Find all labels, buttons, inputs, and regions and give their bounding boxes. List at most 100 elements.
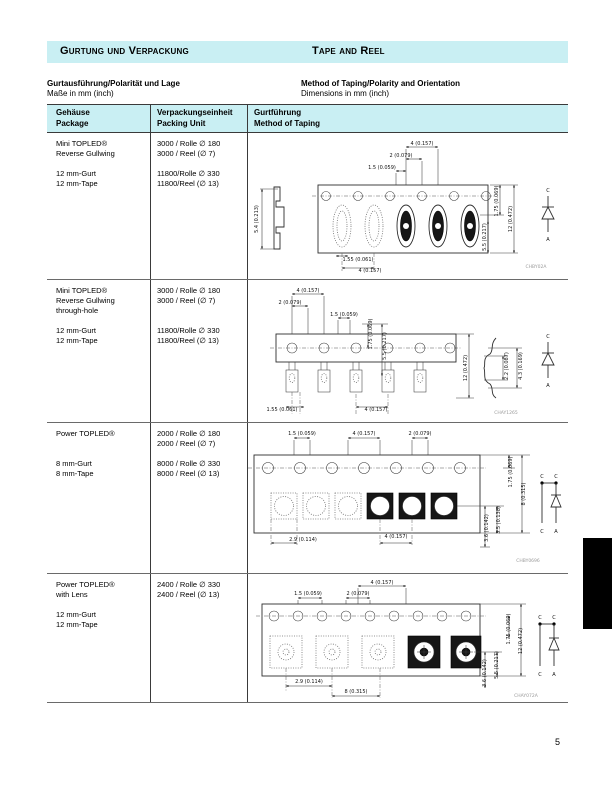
svg-text:C: C [538,672,542,678]
polarity-diode-icon [541,342,555,378]
svg-text:3.6 (0.142): 3.6 (0.142) [482,659,488,687]
banner-title-english: Tape and Reel [312,45,385,57]
svg-text:C: C [546,334,550,340]
svg-text:2.9 (0.114): 2.9 (0.114) [289,537,317,543]
svg-text:4 (0.157): 4 (0.157) [353,431,376,437]
drawing-code: CHAY072A [514,693,539,699]
svg-text:8 (0.315): 8 (0.315) [345,689,368,695]
svg-text:1.75 (0.069): 1.75 (0.069) [508,456,514,487]
svg-text:A: A [546,237,550,243]
page-number: 5 [554,737,560,747]
svg-text:4 (0.157): 4 (0.157) [297,288,320,294]
subtitle-english: Method of Taping/Polarity and Orientatio… [301,79,460,98]
svg-text:4 (0.157): 4 (0.157) [365,407,388,413]
svg-text:1.5 (0.059): 1.5 (0.059) [368,165,396,171]
subtitle-german-units: Maße in mm (inch) [47,88,114,98]
drawing-code: CHBY02A [526,264,548,270]
svg-text:5.4 (0.213): 5.4 (0.213) [254,205,260,233]
subtitle-english-units: Dimensions in mm (inch) [301,88,390,98]
dimension-labels: 4 (0.157) 2 (0.079) 1.5 (0.059) 1.75 (0.069… [267,288,551,413]
polarity-diode-icon [540,481,562,523]
svg-text:2 (0.079): 2 (0.079) [409,431,432,437]
svg-text:C: C [546,188,550,194]
subtitle-german-bold: Gurtausführung/Polarität und Lage [47,79,180,88]
svg-text:5.5 (0.217): 5.5 (0.217) [382,332,388,360]
svg-text:C: C [552,615,556,621]
taping-cell: 4 (0.157) 1.5 (0.059) 2 (0.079) 3.6 (0.142)… [247,574,568,702]
sprocket-holes [262,462,466,474]
svg-text:1.55 (0.061): 1.55 (0.061) [267,407,298,413]
taping-drawing-power-topled: 1.5 (0.059) 4 (0.157) 2 (0.079) 3.6 (0.142)… [248,431,562,564]
svg-text:A: A [552,672,556,678]
svg-text:5.5 (0.217): 5.5 (0.217) [482,223,488,251]
tape-pockets [270,492,458,520]
svg-text:1.5 (0.059): 1.5 (0.059) [294,591,322,597]
svg-text:8 (0.315): 8 (0.315) [521,482,527,505]
dimension-labels: 4 (0.157) 1.5 (0.059) 2 (0.079) 3.6 (0.142)… [294,580,556,695]
svg-text:4 (0.157): 4 (0.157) [385,534,408,540]
polarity-diode-icon [538,622,560,666]
svg-text:12 (0.472): 12 (0.472) [463,355,469,381]
svg-text:1.75 (0.069): 1.75 (0.069) [368,318,374,349]
svg-text:1.5 (0.059): 1.5 (0.059) [288,431,316,437]
svg-text:5.5 (0.217): 5.5 (0.217) [494,651,500,679]
drawing-code: CHAY1265 [494,410,518,416]
svg-text:4 (0.157): 4 (0.157) [359,268,382,274]
svg-text:1.5 (0.059): 1.5 (0.059) [330,312,358,318]
svg-text:A: A [554,529,558,535]
svg-text:2.9 (0.114): 2.9 (0.114) [295,679,323,685]
polarity-diode-icon [541,196,555,232]
svg-text:A: A [546,383,550,389]
taping-cell: 4 (0.157) 2 (0.079) 1.5 (0.059) 1.75 (0.069… [247,280,568,422]
svg-text:2 (0.079): 2 (0.079) [279,300,302,306]
svg-text:2 (0.079): 2 (0.079) [390,153,413,159]
carrier-tape [317,184,489,254]
svg-text:4.3 (0.169): 4.3 (0.169) [518,352,524,380]
taping-cell: 1.5 (0.059) 4 (0.157) 2 (0.079) 3.6 (0.142)… [247,423,568,573]
svg-text:4 (0.157): 4 (0.157) [371,580,394,586]
taping-drawing-mini-topled-th: 4 (0.157) 2 (0.079) 1.5 (0.059) 1.75 (0.069… [267,288,555,416]
tape-cross-section [483,337,497,399]
svg-text:1.55 (0.061): 1.55 (0.061) [343,257,374,263]
section-edge-tab [583,538,612,629]
svg-text:C: C [540,529,544,535]
svg-text:2 (0.079): 2 (0.079) [347,591,370,597]
banner-title-german: Gurtung und Verpackung [60,45,189,57]
tape-pockets [269,635,482,669]
sprocket-holes [268,610,472,622]
taped-components [285,362,427,393]
drawing-code: CHBY0696 [516,558,540,564]
subtitle-english-bold: Method of Taping/Polarity and Orientatio… [301,79,460,88]
taping-drawing-mini-topled: 4 (0.157) 2 (0.079) 1.5 (0.059) 5.4 (0.213)… [254,141,555,274]
taping-cell: 4 (0.157) 2 (0.079) 1.5 (0.059) 5.4 (0.213)… [247,133,568,279]
svg-text:1.75 (0.069): 1.75 (0.069) [506,613,512,644]
svg-text:2.2 (0.087): 2.2 (0.087) [504,352,510,380]
title-banner: Gurtung und Verpackung Tape and Reel [47,41,568,63]
subtitle-german: Gurtausführung/Polarität und Lage Maße i… [47,79,180,98]
carrier-tape [261,603,481,677]
svg-text:1.75 (0.069): 1.75 (0.069) [494,185,500,216]
svg-text:C: C [554,474,558,480]
svg-text:3.5 (0.138): 3.5 (0.138) [496,506,502,534]
dimension-labels: 1.5 (0.059) 4 (0.157) 2 (0.079) 3.6 (0.142)… [288,431,558,543]
sprocket-holes [321,191,491,201]
svg-text:3.6 (0.142): 3.6 (0.142) [484,514,490,542]
carrier-tape [253,454,481,534]
dimension-labels: 4 (0.157) 2 (0.079) 1.5 (0.059) 5.4 (0.213)… [254,141,550,274]
svg-text:12 (0.472): 12 (0.472) [508,206,514,232]
